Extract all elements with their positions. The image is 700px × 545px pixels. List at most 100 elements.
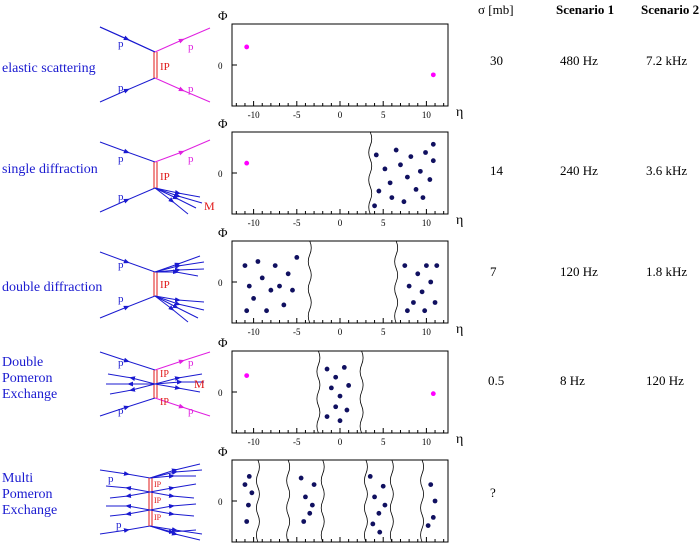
x-tick-label: 0: [338, 327, 343, 337]
scenario1-header: Scenario 1: [556, 2, 615, 17]
particle-dot: [272, 263, 278, 268]
sigma-value: 7: [490, 264, 497, 279]
particle-dot: [382, 502, 388, 508]
particle-dot: [294, 255, 300, 260]
particle-dot: [337, 393, 343, 399]
eta-axis-label: η: [456, 541, 463, 545]
row-label-single: single diffraction: [2, 162, 98, 177]
particle-dot: [415, 271, 421, 277]
sigma-value: 0.5: [488, 373, 505, 388]
proton-label: p: [118, 38, 124, 50]
particle-dot: [419, 289, 425, 295]
particle-dot: [408, 154, 414, 160]
particle-dot: [307, 510, 313, 516]
particle-dot: [380, 483, 386, 489]
particle-dot: [246, 474, 252, 479]
proton-labels: p p p p p p p p p p p p p p p: [108, 38, 194, 531]
particle-dot: [255, 259, 261, 264]
pomeron-label: IP: [154, 480, 162, 489]
particle-dot: [290, 287, 295, 293]
row-label-double: double diffraction: [2, 280, 103, 295]
x-tick-label: -10: [248, 437, 260, 447]
x-tick-label: 5: [381, 110, 386, 120]
particle-dot: [432, 498, 438, 504]
row-label-dpe: Double Pomeron Exchange: [2, 355, 57, 403]
x-tick-label: 10: [422, 218, 432, 228]
particle-dot: [430, 158, 436, 164]
pomeron-labels: IP IP IP IP IP IP IP IP M M: [154, 61, 215, 522]
particle-dot: [428, 482, 434, 487]
particle-dot: [393, 147, 399, 153]
particle-dot: [370, 521, 376, 527]
proton-dot: [430, 391, 436, 397]
particle-dot: [337, 418, 343, 424]
particle-dot: [406, 283, 412, 289]
proton-dot: [244, 160, 250, 166]
particle-dot: [367, 474, 373, 479]
x-tick-label: -5: [293, 110, 301, 120]
feynman-diagram-dpe: [99, 351, 211, 417]
phi-axis-label: Φ: [218, 335, 228, 350]
feynman-diagram-mpe: [99, 463, 203, 541]
sigma-value: 14: [490, 163, 503, 178]
sigma-header: σ [mb]: [478, 2, 514, 17]
proton-label: p: [188, 405, 194, 417]
x-tick-label: 5: [381, 437, 386, 447]
pomeron-label: IP: [160, 61, 170, 73]
proton-label: p: [188, 153, 194, 165]
particle-dot: [333, 404, 339, 410]
particle-dot: [413, 187, 419, 192]
rapidity-gap-edge: [256, 459, 260, 543]
phi-axis-label: Φ: [218, 116, 228, 131]
particle-dot: [411, 300, 416, 305]
particle-dot: [424, 263, 429, 268]
scenario2-value: 120 Hz: [646, 373, 684, 388]
particle-dot: [259, 275, 265, 281]
proton-label: p: [118, 191, 124, 203]
pomeron-label: IP: [160, 171, 170, 183]
particle-dot: [268, 287, 274, 293]
particle-dot: [401, 199, 407, 205]
particle-dot: [372, 203, 377, 209]
x-tick-label: 0: [338, 437, 343, 447]
pomeron-label: IP: [154, 496, 162, 505]
proton-label: p: [118, 153, 124, 165]
particle-dot: [432, 300, 438, 305]
panel-frame: [231, 131, 449, 215]
row-label-line: Pomeron: [2, 487, 53, 502]
proton-dot: [244, 44, 250, 50]
proton-label: p: [188, 357, 194, 369]
particle-dot: [281, 302, 287, 308]
x-tick-label: 10: [422, 437, 432, 447]
row-label-line: Double: [2, 355, 44, 370]
feynman-diagram-elastic: [99, 26, 211, 103]
x-tick-label: 0: [338, 110, 343, 120]
particle-dot: [309, 502, 315, 508]
particle-dot: [324, 414, 330, 419]
x-tick-label: 5: [381, 327, 386, 337]
sigma-value: ?: [490, 485, 496, 500]
y-tick-label: 0: [218, 388, 223, 398]
row-label-mpe: Multi Pomeron Exchange: [2, 471, 57, 519]
row-label-line: Multi: [2, 471, 34, 486]
particle-dot: [264, 308, 269, 314]
x-tick-label: -5: [293, 218, 301, 228]
particle-dot: [377, 529, 383, 535]
particle-dot: [420, 195, 426, 201]
particle-dot: [333, 374, 339, 380]
rapidity-gap-edge: [389, 459, 394, 543]
y-tick-label: 0: [218, 61, 223, 71]
proton-dot: [244, 373, 250, 378]
eta-axis-label: η: [456, 432, 463, 447]
row-label-elastic: elastic scattering: [2, 61, 96, 76]
particle-dot: [428, 279, 434, 285]
particle-dot: [425, 523, 431, 528]
y-tick-label: 0: [218, 169, 223, 179]
x-tick-label: 0: [338, 218, 343, 228]
pomeron-label: IP: [160, 279, 170, 291]
phi-axis-label: Φ: [218, 8, 228, 23]
